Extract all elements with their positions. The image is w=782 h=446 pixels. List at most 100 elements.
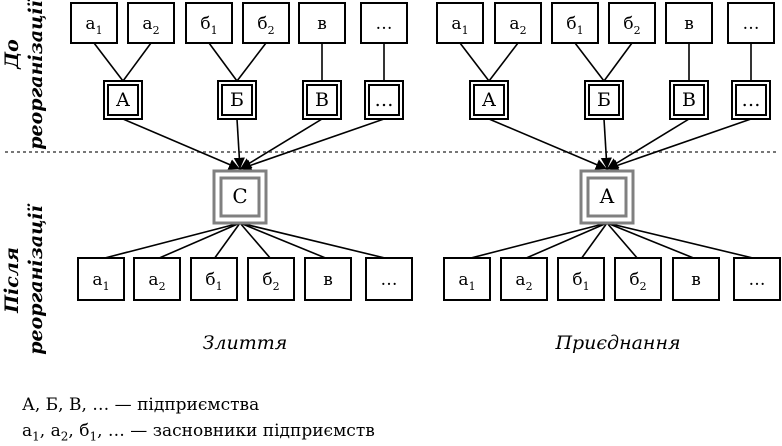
merger-enterprise-3-outer-frame: [364, 80, 404, 120]
merger-result-inner-frame: [219, 176, 261, 218]
merger-enterprise-0-label: А: [116, 89, 131, 111]
acquisition-result: А: [579, 169, 635, 225]
acquisition-result-link: [466, 222, 608, 260]
acquisition-founder-top-1: а2: [494, 2, 542, 44]
acquisition-founder-bottom-0: а1: [443, 257, 491, 301]
acquisition-enterprise-2-outer-frame: [669, 80, 709, 120]
merger-founder-top-3-frame: [242, 2, 290, 44]
acquisition-result-label: А: [599, 184, 614, 208]
side-label-after-line2: реорганізації: [25, 203, 47, 354]
acquisition-founder-top-3: б2: [608, 2, 656, 44]
acquisition-founder-link: [603, 42, 633, 82]
merger-enterprise-1-outer-frame: [217, 80, 257, 120]
merger-founder-link: [93, 42, 124, 82]
acquisition-founder-top-4: в: [665, 2, 713, 44]
merger-founder-bottom-0: а1: [77, 257, 125, 301]
acquisition-enterprise-arrow: [600, 118, 612, 170]
acquisition-founder-bottom-5: …: [733, 257, 781, 301]
merger-founder-bottom-5: …: [365, 257, 413, 301]
acquisition-founder-bottom-4: в: [672, 257, 720, 301]
acquisition-founder-bottom-0-label: а1: [458, 270, 475, 293]
merger-result-link: [239, 222, 390, 260]
merger-founder-top-2-label: б1: [200, 14, 217, 37]
merger-founder-bottom-0-label: а1: [92, 270, 109, 293]
acquisition-enterprise-0: А: [469, 80, 509, 120]
acquisition-enterprise-3-label: …: [742, 89, 761, 111]
merger-enterprise-arrow: [239, 118, 323, 170]
acquisition-founder-top-0-frame: [436, 2, 484, 44]
connectors: [93, 42, 758, 260]
acquisition-founder-bottom-4-label: в: [691, 270, 701, 290]
merger-enterprise-0-inner-frame: [107, 84, 139, 116]
acquisition-founder-bottom-2-label: б1: [572, 270, 589, 293]
merger-founder-top-0: а1: [70, 2, 118, 44]
merger-enterprise-1-label: Б: [230, 89, 244, 111]
acquisition-founder-bottom-5-label: …: [749, 270, 766, 290]
side-label-before: До реорганізації: [1, 0, 47, 150]
acquisition-founder-top-2-label: б1: [566, 14, 583, 37]
acquisition-result-link: [606, 222, 639, 260]
merger-founder-bottom-2-frame: [190, 257, 238, 301]
merger-founder-bottom-4-label: в: [323, 270, 333, 290]
merger-founder-bottom-1-frame: [133, 257, 181, 301]
acquisition-enterprise-1: Б: [584, 80, 624, 120]
acquisition-enterprise-0-inner-frame: [473, 84, 505, 116]
acquisition-founder-bottom-2-frame: [557, 257, 605, 301]
merger-founder-bottom-3: б2: [247, 257, 295, 301]
merger-founder-link: [208, 42, 238, 82]
acquisition-founder-bottom-3: б2: [614, 257, 662, 301]
acquisition-founder-top-1-frame: [494, 2, 542, 44]
acquisition-founder-link: [459, 42, 490, 82]
acquisition-enterprise-0-label: А: [482, 89, 497, 111]
merger-founder-top-4-frame: [298, 2, 346, 44]
acquisition-founder-bottom-1-frame: [500, 257, 548, 301]
acquisition-result-link: [606, 222, 697, 260]
acquisition-founder-bottom-4-frame: [672, 257, 720, 301]
acquisition-founder-bottom-1-label: а2: [515, 270, 532, 293]
acquisition-result-link: [523, 222, 608, 260]
legend-enterprises: А, Б, В, … — підприємства: [22, 395, 260, 415]
acquisition-founder-top-3-frame: [608, 2, 656, 44]
merger-founder-top-0-label: а1: [85, 14, 102, 37]
legend-founder-item: …: [107, 421, 125, 441]
merger-founder-top-3-label: б2: [257, 14, 274, 37]
acquisition-founder-top-5: …: [727, 2, 775, 44]
acquisition-enterprise-1-label: Б: [597, 89, 611, 111]
side-label-after-line1: Після: [1, 247, 23, 314]
legend-founder-item: б1: [79, 421, 98, 444]
merger-enterprise-2: В: [302, 80, 342, 120]
side-label-after: Після реорганізації: [1, 203, 47, 354]
merger-enterprise-arrow: [233, 118, 245, 170]
merger-founder-link: [236, 42, 267, 82]
merger-enterprise-1: Б: [217, 80, 257, 120]
caption-merger: Злиття: [203, 332, 288, 354]
merger-founder-top-5: …: [360, 2, 408, 44]
merger-founder-bottom-3-frame: [247, 257, 295, 301]
legend-founder-item: а2: [50, 421, 69, 444]
merger-founder-top-1-label: а2: [142, 14, 159, 37]
merger-enterprise-1-inner-frame: [221, 84, 253, 116]
acquisition-founder-link: [574, 42, 605, 82]
merger-enterprise-0-outer-frame: [103, 80, 143, 120]
acquisition-result-link: [606, 222, 758, 260]
acquisition-founder-top-0-label: а1: [451, 14, 468, 37]
merger-result: С: [212, 169, 268, 225]
acquisition-enterprise-1-inner-frame: [588, 84, 620, 116]
acquisition-founder-top-4-frame: [665, 2, 713, 44]
acquisition-enterprise-3-inner-frame: [735, 84, 767, 116]
merger-enterprise-3-inner-frame: [368, 84, 400, 116]
acquisition-enterprise-0-outer-frame: [469, 80, 509, 120]
acquisition-enterprise-2-label: В: [682, 89, 696, 111]
merger-founder-bottom-4: в: [304, 257, 352, 301]
acquisition-enterprise-3: …: [731, 80, 771, 120]
acquisition-founder-bottom-0-frame: [443, 257, 491, 301]
legend-founders: а1, а2, б1, … — засновники підприємств: [22, 421, 375, 444]
merger-founder-top-0-frame: [70, 2, 118, 44]
acquisition-result-link: [580, 222, 608, 260]
merger-founder-top-4: в: [298, 2, 346, 44]
merger-result-link: [156, 222, 241, 260]
side-label-before-line2: реорганізації: [25, 0, 47, 150]
merger-founder-bottom-3-label: б2: [262, 270, 279, 293]
acquisition-founder-top-5-frame: [727, 2, 775, 44]
